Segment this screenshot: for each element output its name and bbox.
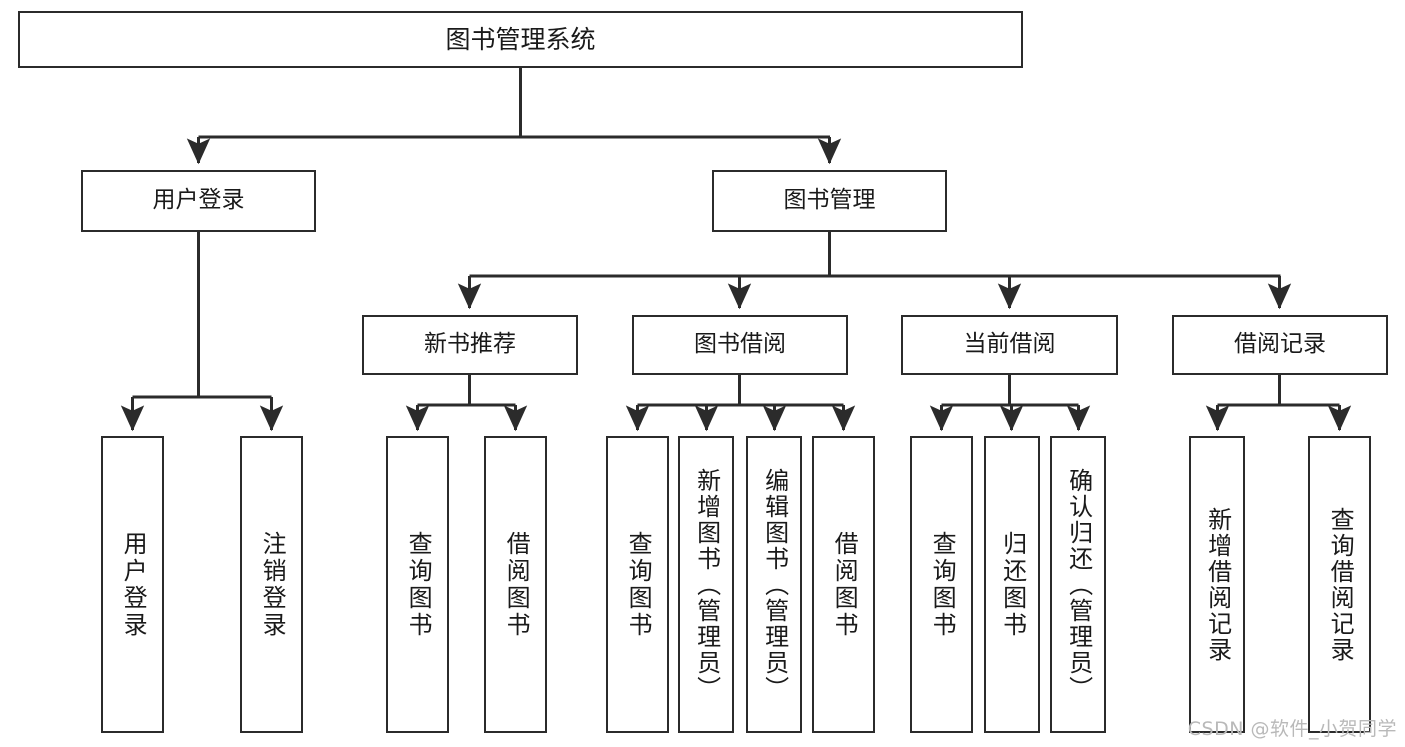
node-label: 查询图书 <box>624 530 653 639</box>
node-label: 借阅图书 <box>830 530 859 639</box>
node-leaf-query-borrow-record[interactable]: 查询借阅记录 <box>1308 436 1371 733</box>
node-leaf-add-borrow-record[interactable]: 新增借阅记录 <box>1189 436 1245 733</box>
node-label: 新书推荐 <box>424 331 516 358</box>
node-label: 借阅记录 <box>1234 331 1326 358</box>
node-leaf-query-book-current[interactable]: 查询图书 <box>910 436 973 733</box>
node-label: 用户登录 <box>152 187 245 214</box>
node-leaf-user-login[interactable]: 用户登录 <box>101 436 164 733</box>
node-book-management[interactable]: 图书管理 <box>712 170 947 232</box>
node-label: 图书管理 <box>783 187 876 214</box>
node-label: 图书借阅 <box>694 331 786 358</box>
node-label: 查询图书 <box>404 530 433 639</box>
node-label: 确认归还（管理员） <box>1064 467 1093 702</box>
node-leaf-return-book[interactable]: 归还图书 <box>984 436 1040 733</box>
node-label: 新增图书（管理员） <box>692 467 721 702</box>
node-label: 归还图书 <box>998 530 1027 639</box>
node-label: 当前借阅 <box>963 331 1056 358</box>
node-leaf-query-book-borrow[interactable]: 查询图书 <box>606 436 669 733</box>
node-label: 图书管理系统 <box>445 24 596 54</box>
node-label: 新增借阅记录 <box>1203 506 1232 663</box>
node-borrow-record[interactable]: 借阅记录 <box>1172 315 1388 375</box>
node-label: 查询借阅记录 <box>1326 506 1355 663</box>
node-label: 用户登录 <box>119 530 148 639</box>
node-leaf-edit-book-admin[interactable]: 编辑图书（管理员） <box>746 436 802 733</box>
node-leaf-add-book-admin[interactable]: 新增图书（管理员） <box>678 436 734 733</box>
node-book-borrow[interactable]: 图书借阅 <box>632 315 848 375</box>
node-leaf-borrow-book[interactable]: 借阅图书 <box>812 436 875 733</box>
node-leaf-user-logout[interactable]: 注销登录 <box>240 436 303 733</box>
node-label: 注销登录 <box>258 530 287 639</box>
node-label: 查询图书 <box>928 530 957 639</box>
node-current-borrow[interactable]: 当前借阅 <box>901 315 1118 375</box>
node-user-login[interactable]: 用户登录 <box>81 170 316 232</box>
node-label: 借阅图书 <box>502 530 531 639</box>
node-root-system[interactable]: 图书管理系统 <box>18 11 1023 68</box>
node-leaf-confirm-return-admin[interactable]: 确认归还（管理员） <box>1050 436 1106 733</box>
watermark-text: CSDN @软件_小贺同学 <box>1187 718 1397 740</box>
node-label: 编辑图书（管理员） <box>760 467 789 702</box>
node-leaf-borrow-book-recommend[interactable]: 借阅图书 <box>484 436 547 733</box>
node-leaf-query-book-recommend[interactable]: 查询图书 <box>386 436 449 733</box>
node-new-book-recommend[interactable]: 新书推荐 <box>362 315 578 375</box>
